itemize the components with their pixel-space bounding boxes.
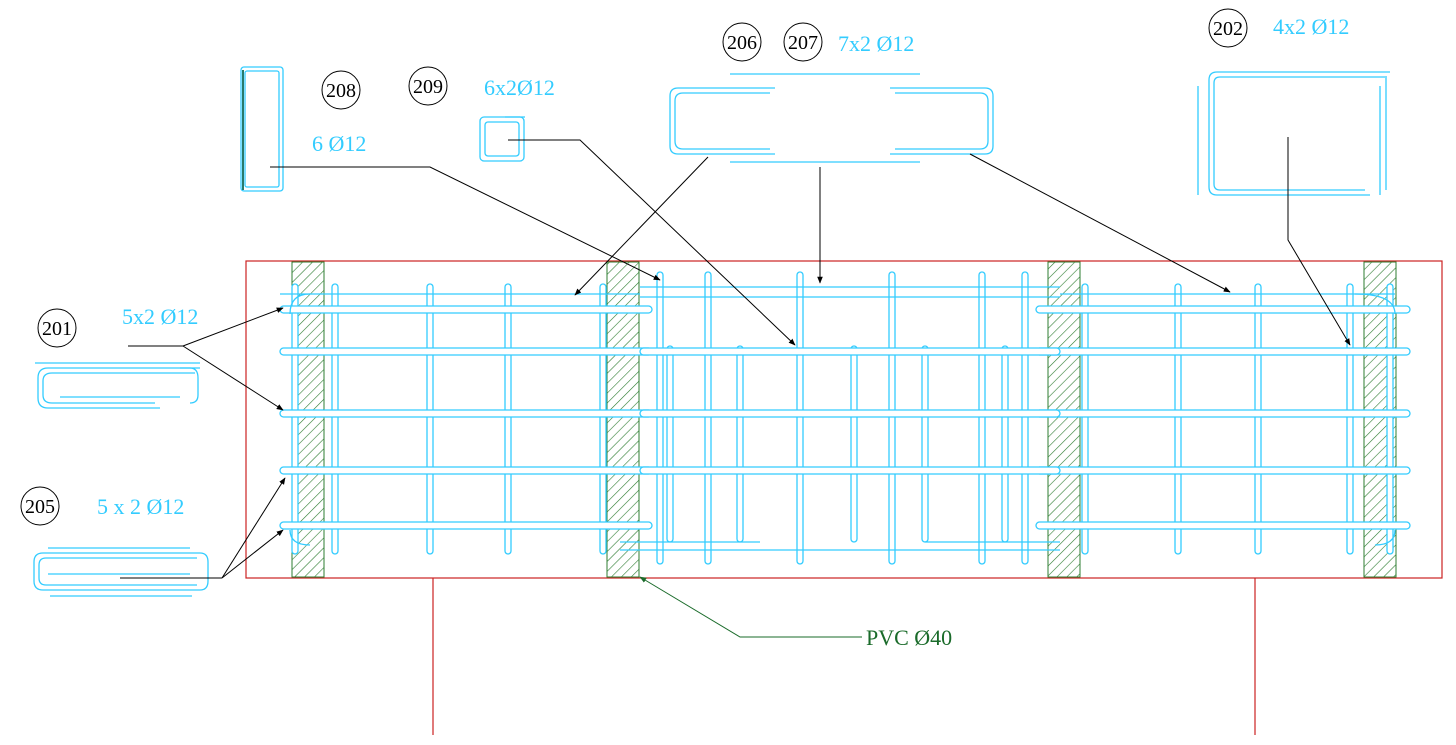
mark-206: 206	[727, 32, 757, 54]
horizontal-bar	[1035, 305, 1411, 314]
mark-circles	[20, 8, 1248, 526]
mark-circle-201	[37, 308, 77, 348]
mark-208: 208	[326, 80, 356, 102]
top-bar-lines	[280, 286, 1396, 551]
label-206-207: 7x2 Ø12	[838, 31, 914, 56]
vertical-bar	[1346, 283, 1354, 555]
shape-205-bar	[33, 547, 209, 597]
horizontal-bar	[279, 521, 653, 530]
mark-circle-206	[722, 22, 762, 62]
vertical-bar	[666, 345, 674, 543]
shape-201-bar	[35, 362, 200, 409]
mark-205: 205	[25, 496, 55, 518]
mark-201: 201	[42, 318, 72, 340]
vertical-bar	[1254, 283, 1262, 555]
label-208: 6 Ø12	[312, 131, 366, 156]
vertical-bar	[599, 283, 607, 555]
vertical-bar	[1081, 283, 1089, 555]
shape-208-stirrup	[240, 66, 284, 192]
vertical-bar	[796, 271, 804, 565]
vertical-bar	[704, 271, 712, 565]
leader-lines	[120, 137, 1351, 638]
horizontal-bar	[639, 347, 1061, 356]
horizontal-bar	[1035, 521, 1411, 530]
vertical-rebar-group	[291, 271, 1394, 565]
mark-circle-202	[1208, 8, 1248, 48]
shape-206-207-bars	[669, 73, 994, 163]
vertical-bar	[888, 271, 896, 565]
horizontal-bar	[1035, 347, 1411, 356]
mark-202: 202	[1213, 18, 1243, 40]
shape-209-stirrup	[479, 116, 525, 162]
vertical-bar	[426, 283, 434, 555]
horizontal-rebar-group	[279, 305, 1411, 530]
vertical-bar	[978, 271, 986, 565]
vertical-bar	[291, 283, 299, 555]
horizontal-bar	[279, 409, 653, 418]
vertical-bar	[921, 345, 929, 543]
mark-circle-208	[321, 70, 361, 110]
vertical-bar	[504, 283, 512, 555]
horizontal-bar	[279, 466, 653, 475]
horizontal-bar	[639, 409, 1061, 418]
label-205: 5 x 2 Ø12	[97, 494, 184, 519]
label-209: 6x2Ø12	[484, 75, 555, 100]
shape-202-bar	[1197, 71, 1390, 196]
vertical-bar	[1174, 283, 1182, 555]
vertical-bar	[1386, 283, 1394, 555]
slab-outline	[245, 260, 1443, 579]
vertical-bar	[850, 345, 858, 543]
mark-209: 209	[413, 76, 443, 98]
label-202: 4x2 Ø12	[1273, 14, 1349, 39]
mark-circle-209	[408, 66, 448, 106]
horizontal-bar	[279, 347, 653, 356]
horizontal-bar	[1035, 466, 1411, 475]
horizontal-bar	[279, 305, 653, 314]
mark-207: 207	[788, 32, 818, 54]
vertical-bar	[736, 345, 744, 543]
vertical-bar	[1021, 271, 1029, 565]
vertical-bar	[1001, 345, 1009, 543]
mark-circle-207	[783, 22, 823, 62]
vertical-bar	[656, 271, 664, 565]
pvc-label: PVC Ø40	[866, 625, 952, 650]
horizontal-bar	[639, 466, 1061, 475]
label-201: 5x2 Ø12	[122, 304, 198, 329]
vertical-bar	[331, 283, 339, 555]
mark-circle-205	[20, 486, 60, 526]
horizontal-bar	[1035, 409, 1411, 418]
